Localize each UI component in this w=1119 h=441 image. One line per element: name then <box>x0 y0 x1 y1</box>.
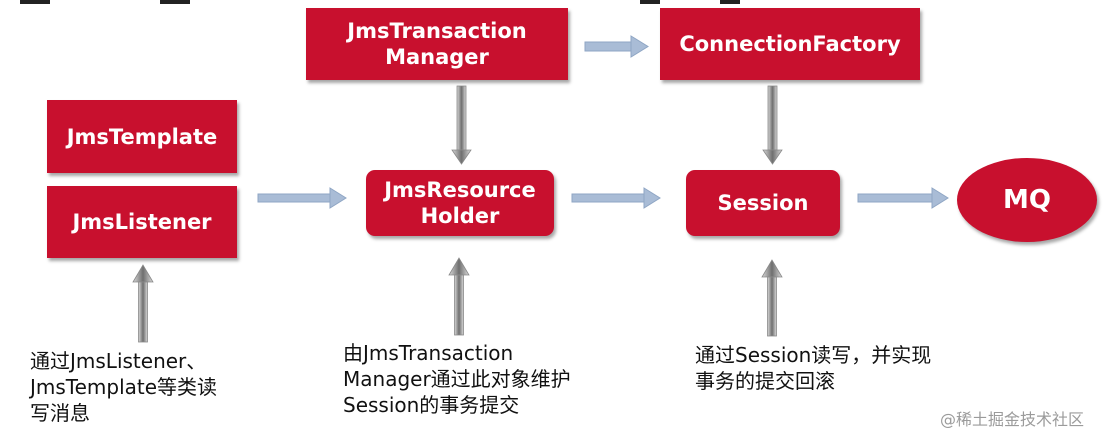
arrow-tm-to-holder <box>451 85 472 165</box>
arrow-listener-to-holder <box>257 187 347 209</box>
session-note: 通过Session读写，并实现 事务的提交回滚 <box>695 343 932 393</box>
cut-title-fragment <box>160 0 190 4</box>
listener-template-note: 通过JmsListener、 JmsTemplate等类读 写消息 <box>30 349 218 425</box>
watermark: @稀土掘金技术社区 <box>940 410 1085 429</box>
arrow-connectionfactory-to-session <box>762 85 783 165</box>
cut-title-fragment <box>720 0 740 4</box>
jms-template-node: JmsTemplate <box>47 100 237 173</box>
resource-holder-note: 由JmsTransaction Manager通过此对象维护 Session的事… <box>343 341 571 417</box>
connection-factory-node: ConnectionFactory <box>660 8 920 80</box>
jms-resource-holder-node: JmsResource Holder <box>366 170 554 236</box>
session-node: Session <box>686 170 840 236</box>
cut-title-fragment <box>20 0 50 4</box>
mq-node: MQ <box>957 158 1097 242</box>
jms-listener-node: JmsListener <box>47 186 237 258</box>
arrow-note-to-listener <box>132 264 154 343</box>
arrow-note-to-holder <box>448 257 470 336</box>
arrow-tm-to-connectionfactory <box>584 35 649 58</box>
arrow-note-to-session <box>761 259 783 337</box>
jms-transaction-manager-node: JmsTransaction Manager <box>306 8 568 80</box>
arrow-session-to-mq <box>857 187 949 209</box>
arrow-holder-to-session <box>571 187 661 209</box>
cut-title-fragment <box>640 0 660 4</box>
